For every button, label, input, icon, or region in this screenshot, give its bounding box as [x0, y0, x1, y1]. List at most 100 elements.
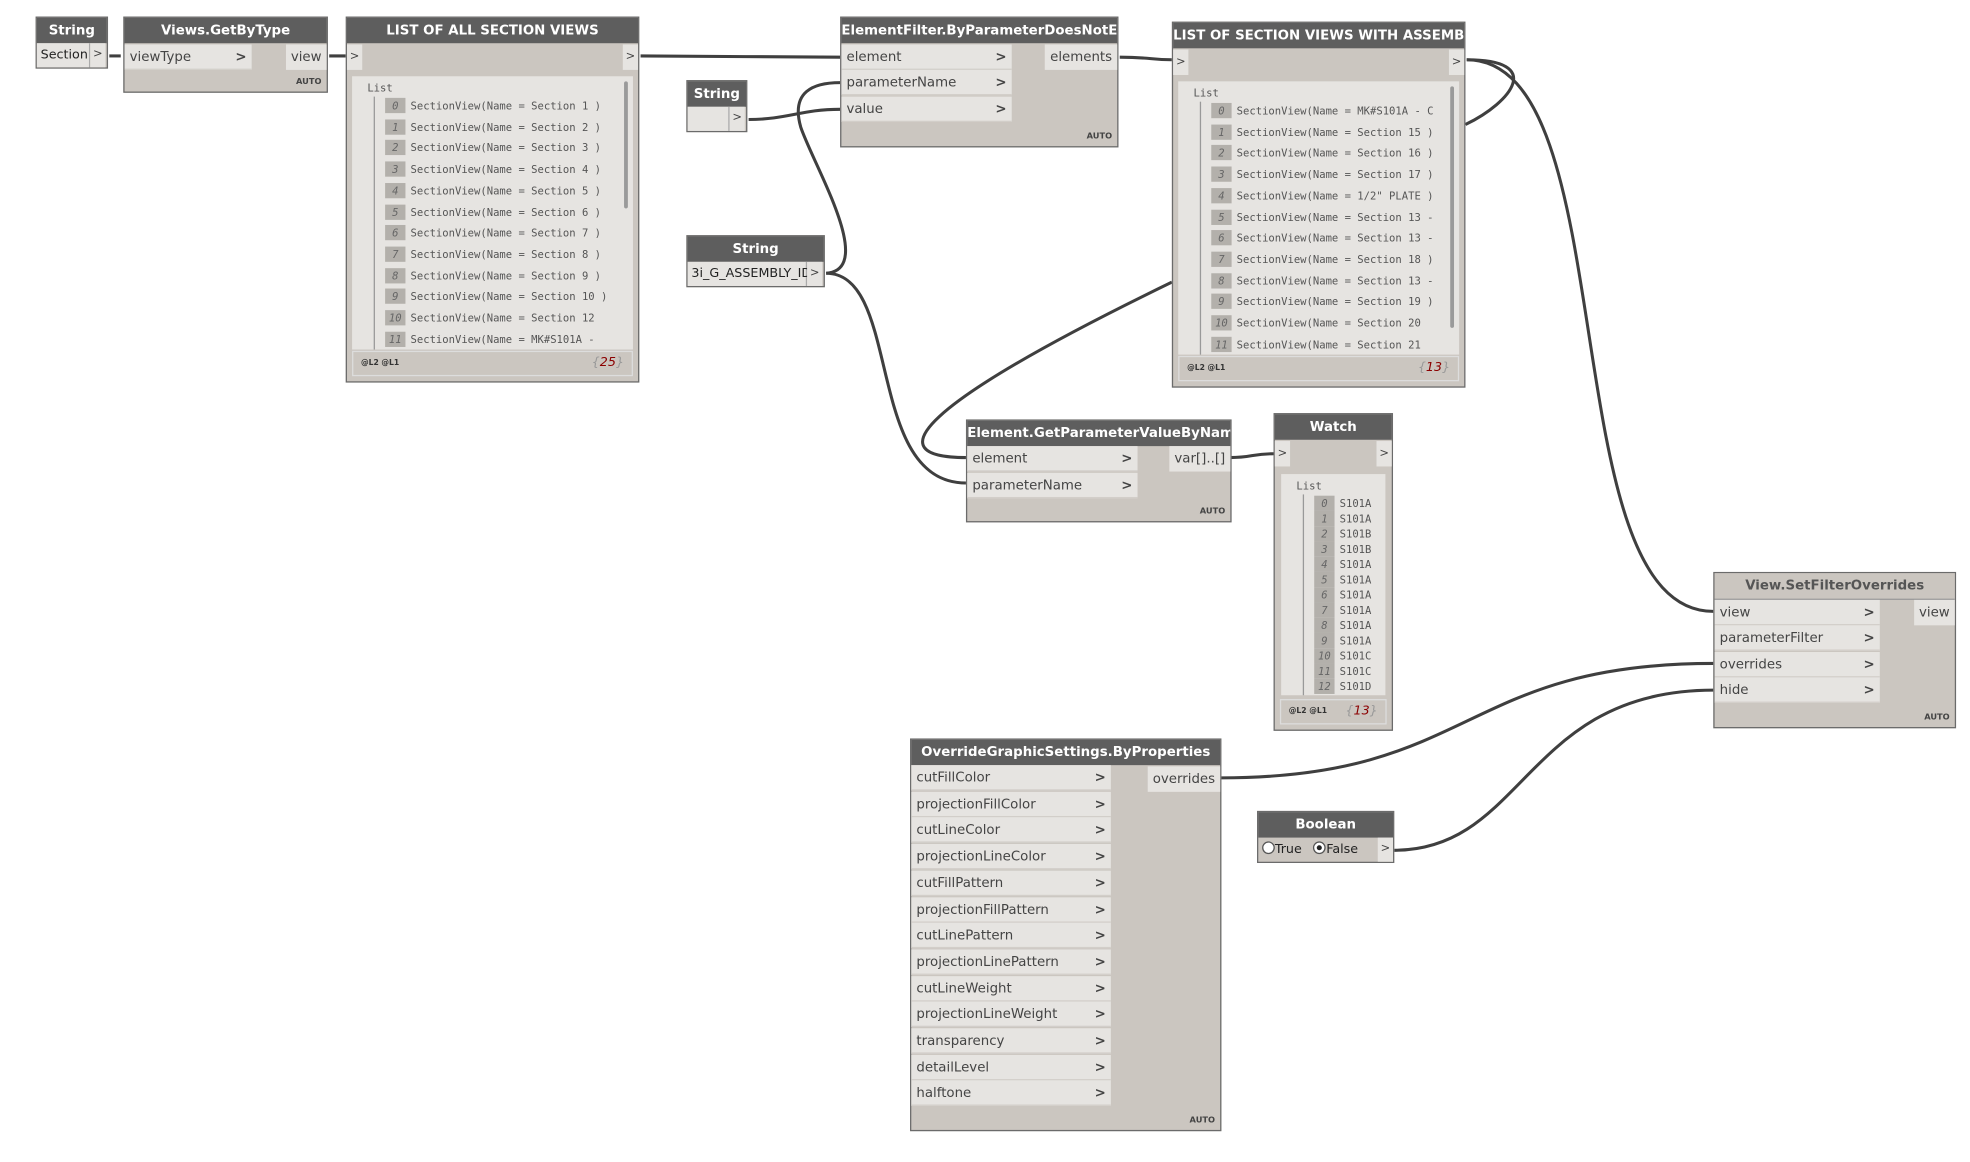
string-value-input[interactable]	[687, 106, 730, 131]
port-label: cutLineColor	[916, 822, 1001, 839]
string-node-assembly-id[interactable]: String 3i_G_ASSEMBLY_ID >	[686, 235, 825, 288]
string-node-empty[interactable]: String >	[686, 80, 748, 133]
list-item-value: SectionView(Name = Section 12	[410, 311, 595, 325]
list-footer: @L2 @L1{13}	[1178, 355, 1460, 382]
input-port[interactable]: >	[1173, 49, 1189, 75]
list-item-value: SectionView(Name = Section 19 )	[1236, 295, 1434, 308]
output-port[interactable]: >	[1448, 49, 1465, 75]
input-port-viewtype[interactable]: viewType >	[124, 44, 252, 70]
list-index: 0	[385, 97, 406, 114]
chevron-right-icon: >	[995, 74, 1007, 91]
output-port-overrides[interactable]: overrides	[1147, 766, 1221, 792]
views-getbytype-node[interactable]: Views.GetByType viewType> view AUTO	[123, 16, 328, 93]
lacing-label: AUTO	[296, 76, 322, 87]
output-port-view[interactable]: view	[1913, 599, 1955, 626]
chevron-right-icon: >	[1094, 1059, 1106, 1075]
input-port-projectionlinepattern[interactable]: projectionLinePattern>	[911, 949, 1111, 975]
input-port-projectionlineweight[interactable]: projectionLineWeight>	[911, 1001, 1111, 1028]
list-label: List	[1193, 86, 1219, 100]
input-port-element[interactable]: element>	[841, 44, 1012, 70]
output-port-var[interactable]: var[]..[]	[1169, 446, 1231, 472]
boolean-node[interactable]: Boolean True False >	[1257, 810, 1395, 864]
list-footer: @L2 @L1{13}	[1279, 699, 1387, 725]
overridegraphicsettings-node[interactable]: OverrideGraphicSettings.ByProperties ove…	[910, 738, 1222, 1132]
string-node-section[interactable]: String Section >	[35, 16, 109, 69]
port-label: viewType	[129, 49, 192, 65]
input-port-cutfillcolor[interactable]: cutFillColor>	[911, 765, 1111, 791]
scrollbar[interactable]	[1450, 86, 1455, 328]
list-item-value: SectionView(Name = Section 16 )	[1236, 146, 1434, 160]
list-index: 6	[385, 225, 406, 241]
elementfilter-node[interactable]: ElementFilter.ByParameterDoesNotEqual el…	[840, 16, 1119, 148]
getparametervaluebyname-node[interactable]: Element.GetParameterValueByName element>…	[965, 419, 1232, 523]
radio-false[interactable]: False	[1313, 841, 1358, 857]
output-port-view[interactable]: view	[285, 44, 327, 70]
port-label: view	[1719, 604, 1751, 621]
list-section-views-with-assembly-id-node[interactable]: LIST OF SECTION VIEWS WITH ASSEMBLY ID >…	[1171, 21, 1466, 388]
output-port[interactable]: >	[729, 106, 745, 131]
chevron-right-icon: >	[1094, 822, 1106, 839]
input-port-projectionlinecolor[interactable]: projectionLineColor>	[911, 844, 1111, 870]
string-value-input[interactable]: 3i_G_ASSEMBLY_ID	[687, 261, 811, 286]
port-label: overrides	[1719, 657, 1783, 673]
output-port[interactable]: >	[622, 44, 639, 70]
list-index: 11	[385, 331, 406, 347]
port-label: hide	[1719, 682, 1749, 698]
input-port-value[interactable]: value>	[841, 96, 1012, 123]
input-port-projectionfillcolor[interactable]: projectionFillColor>	[911, 791, 1111, 817]
list-item-value: S101A	[1339, 603, 1372, 617]
node-title: String	[687, 236, 824, 262]
input-port-parametername[interactable]: parameterName>	[841, 69, 1012, 96]
setfilteroverrides-node[interactable]: View.SetFilterOverrides view> parameterF…	[1713, 571, 1957, 729]
radio-true[interactable]: True	[1262, 841, 1302, 857]
port-label: cutLinePattern	[916, 928, 1014, 944]
input-port-transparency[interactable]: transparency>	[911, 1028, 1111, 1054]
input-port-projectionfillpattern[interactable]: projectionFillPattern>	[911, 896, 1111, 923]
list-index: 7	[385, 246, 406, 262]
list-item-value: SectionView(Name = MK#S101A -	[410, 332, 595, 346]
input-port-cutfillpattern[interactable]: cutFillPattern>	[911, 870, 1111, 896]
input-port-halftone[interactable]: halftone>	[911, 1080, 1111, 1107]
output-port-elements[interactable]: elements	[1045, 44, 1118, 70]
output-port[interactable]: >	[90, 43, 106, 68]
input-port-hide[interactable]: hide >	[1714, 677, 1880, 703]
input-port-element[interactable]: element>	[967, 446, 1138, 472]
input-port-detaillevel[interactable]: detailLevel>	[911, 1054, 1111, 1080]
input-port-cutlinecolor[interactable]: cutLineColor >	[911, 817, 1111, 844]
input-port[interactable]: >	[346, 44, 363, 70]
chevron-right-icon: >	[1094, 928, 1106, 944]
output-port[interactable]: >	[1376, 441, 1392, 467]
chevron-right-icon: >	[235, 49, 247, 65]
input-port-parametername[interactable]: parameterName>	[967, 472, 1138, 499]
input-port[interactable]: >	[1274, 441, 1291, 467]
output-port[interactable]: >	[807, 261, 823, 286]
string-value-input[interactable]: Section	[36, 43, 91, 68]
input-port-overrides[interactable]: overrides>	[1714, 652, 1880, 678]
chevron-right-icon: >	[1863, 604, 1875, 621]
list-item-value: SectionView(Name = Section 4 )	[410, 162, 602, 176]
list-item-value: S101A	[1339, 557, 1372, 571]
input-port-cutlinepattern[interactable]: cutLinePattern >	[911, 922, 1111, 949]
list-index: 5	[1211, 209, 1232, 225]
chevron-right-icon: >	[1863, 682, 1875, 698]
input-port-view[interactable]: view >	[1714, 599, 1880, 626]
output-port[interactable]: >	[1377, 837, 1394, 862]
input-port-cutlineweight[interactable]: cutLineWeight>	[911, 975, 1111, 1002]
scrollbar[interactable]	[624, 81, 628, 209]
input-port-parameterfilter[interactable]: parameterFilter>	[1714, 625, 1880, 651]
wire	[1466, 58, 1714, 613]
list-index: 8	[1314, 617, 1335, 633]
